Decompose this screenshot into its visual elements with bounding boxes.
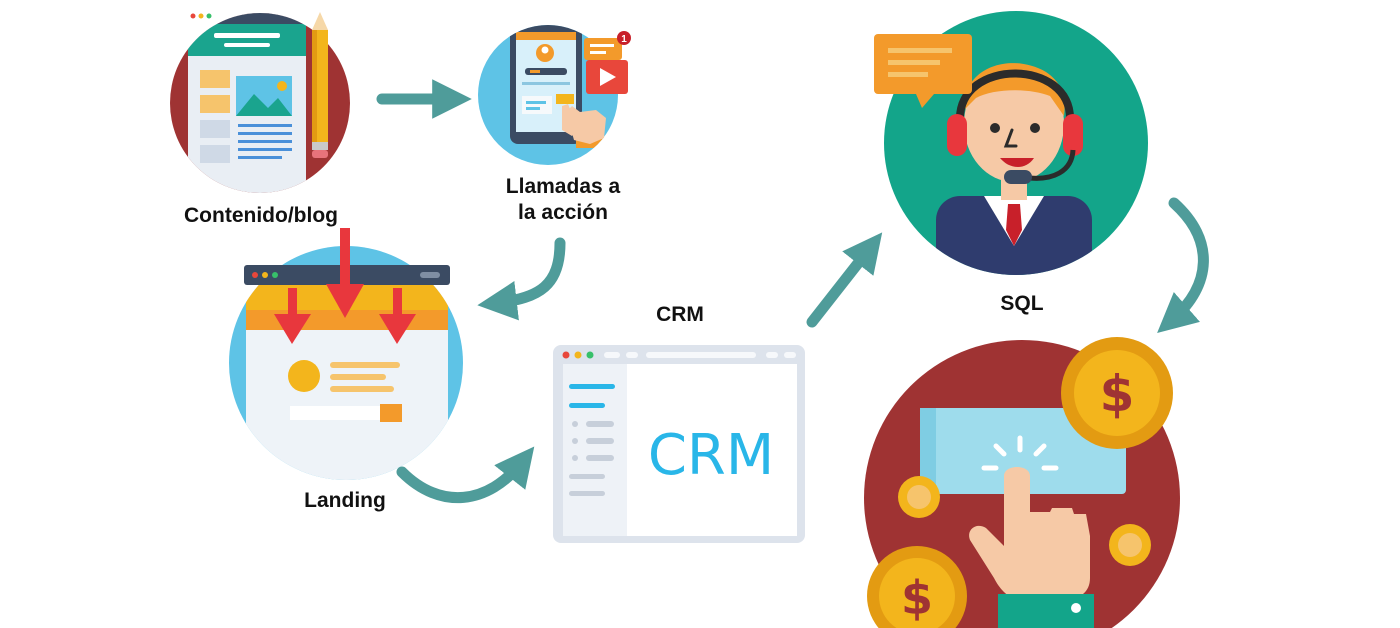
svg-text:$: $ <box>901 571 933 625</box>
crm-window-icon: CRM <box>553 345 805 543</box>
coin-icon <box>1109 524 1151 566</box>
crm-screen-text: CRM <box>648 423 774 488</box>
coin-icon <box>898 476 940 518</box>
arrow-sql-to-sale <box>1157 197 1209 334</box>
chat-bubble-icon <box>584 38 622 60</box>
arrow-cta-to-landing <box>477 237 566 321</box>
svg-text:1: 1 <box>621 34 627 45</box>
arrow-crm-to-sql <box>806 232 883 328</box>
flow-arrows <box>376 79 1209 504</box>
label-calls-to-action: Llamadas a la acción <box>470 174 656 227</box>
sales-agent-headset-icon <box>874 11 1148 275</box>
down-arrows-icon <box>274 228 416 344</box>
label-content-blog: Contenido/blog <box>184 204 338 227</box>
svg-text:$: $ <box>1100 365 1135 423</box>
video-play-icon <box>586 60 628 94</box>
pointing-hand-icon <box>566 106 606 144</box>
mobile-cta-icon: 1 <box>478 25 631 165</box>
landing-page-icon <box>229 228 463 480</box>
blog-page-icon <box>170 12 350 193</box>
speech-bubble-icon <box>874 34 972 108</box>
pencil-icon <box>312 12 328 158</box>
dollar-coin-icon: $ <box>1061 337 1173 449</box>
label-calls-to-action-line2: la acción <box>518 201 608 225</box>
label-crm: CRM <box>656 303 704 326</box>
arrow-landing-to-crm <box>396 446 535 504</box>
notification-badge: 1 <box>617 31 631 45</box>
label-sql: SQL <box>1000 292 1044 315</box>
payment-click-icon: $ $ <box>864 337 1180 628</box>
label-landing: Landing <box>304 489 386 512</box>
label-calls-to-action-line1: Llamadas a <box>505 175 621 198</box>
dollar-coin-icon: $ <box>867 546 967 628</box>
